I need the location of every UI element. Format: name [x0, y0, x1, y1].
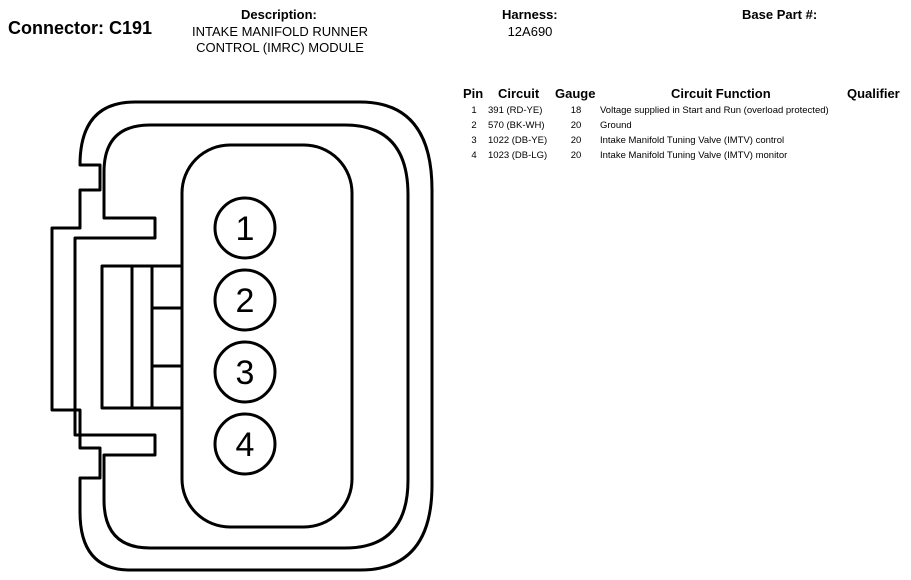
- cell-circuit: 570 (BK-WH): [488, 120, 545, 131]
- cell-circuit: 391 (RD-YE): [488, 105, 543, 116]
- cell-gauge: 20: [570, 150, 582, 161]
- column-header-circuit-function: Circuit Function: [671, 86, 771, 101]
- cell-circuit-function: Intake Manifold Tuning Valve (IMTV) moni…: [600, 150, 788, 161]
- cell-circuit: 1022 (DB-YE): [488, 135, 548, 146]
- pin-1: 1: [213, 196, 277, 260]
- column-header-gauge: Gauge: [555, 86, 596, 101]
- harness-value: 12A690: [507, 24, 553, 39]
- pin-cavity: [180, 143, 354, 529]
- harness-label: Harness:: [502, 7, 558, 22]
- pin-4: 4: [213, 412, 277, 476]
- table-row: 1 391 (RD-YE) 18 Voltage supplied in Sta…: [0, 105, 911, 120]
- cell-pin: 4: [471, 150, 477, 161]
- pin-4-label: 4: [236, 426, 255, 464]
- table-row: 4 1023 (DB-LG) 20 Intake Manifold Tuning…: [0, 150, 911, 165]
- pin-3: 3: [213, 340, 277, 404]
- description-line-1: INTAKE MANIFOLD RUNNER: [192, 24, 368, 39]
- column-header-qualifier: Qualifier: [847, 86, 900, 101]
- cell-pin: 3: [471, 135, 477, 146]
- description-label: Description:: [241, 7, 317, 22]
- column-header-pin: Pin: [463, 86, 484, 101]
- base-part-label: Base Part #:: [742, 7, 818, 22]
- pin-3-label: 3: [236, 354, 255, 392]
- cell-circuit-function: Intake Manifold Tuning Valve (IMTV) cont…: [600, 135, 785, 146]
- connector-title: Connector: C191: [8, 18, 153, 38]
- column-header-circuit: Circuit: [498, 86, 540, 101]
- description-line-2: CONTROL (IMRC) MODULE: [196, 40, 364, 55]
- locking-tab: [100, 264, 184, 410]
- cell-pin: 2: [471, 120, 477, 131]
- connector-outer-housing: [50, 100, 434, 572]
- cell-gauge: 18: [570, 105, 582, 116]
- connector-inner-housing: [73, 123, 410, 550]
- table-row: 3 1022 (DB-YE) 20 Intake Manifold Tuning…: [0, 135, 911, 150]
- description-value: INTAKE MANIFOLD RUNNER CONTROL (IMRC) MO…: [170, 24, 390, 56]
- cell-circuit: 1023 (DB-LG): [488, 150, 548, 161]
- pin-2-label: 2: [236, 282, 255, 320]
- table-row: 2 570 (BK-WH) 20 Ground: [0, 120, 911, 135]
- cell-pin: 1: [471, 105, 477, 116]
- pin-2: 2: [213, 268, 277, 332]
- cell-gauge: 20: [570, 135, 582, 146]
- cell-circuit-function: Ground: [600, 120, 632, 131]
- pin-1-label: 1: [236, 210, 255, 248]
- cell-gauge: 20: [570, 120, 582, 131]
- cell-circuit-function: Voltage supplied in Start and Run (overl…: [600, 105, 829, 116]
